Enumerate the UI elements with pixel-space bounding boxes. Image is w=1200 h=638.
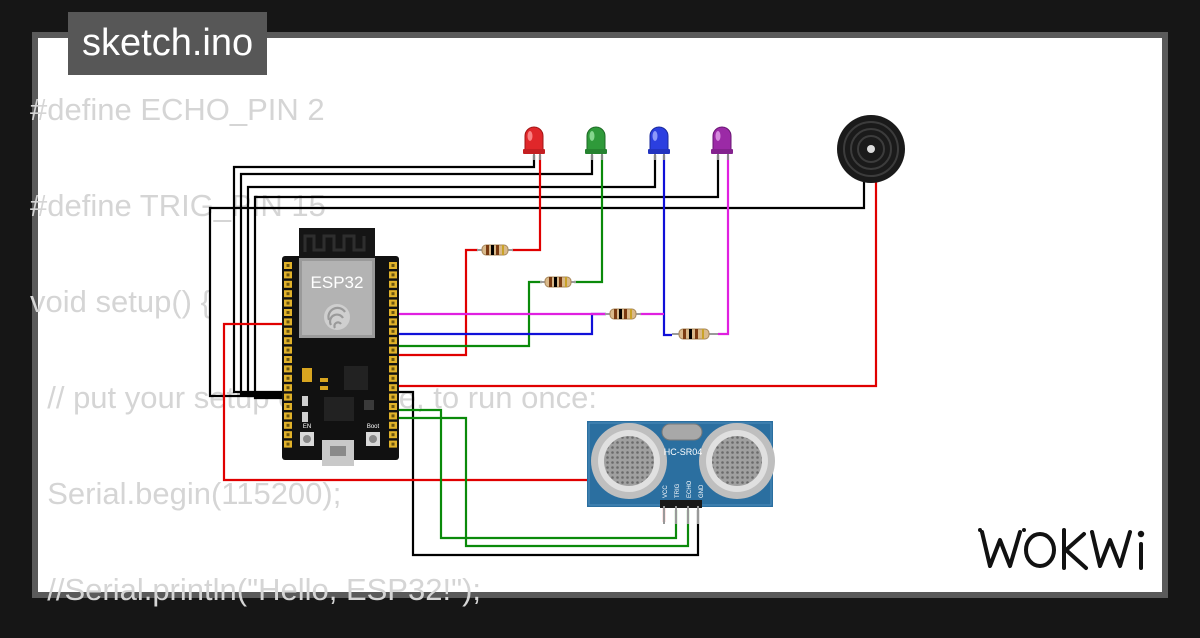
- pin-hole: [286, 329, 290, 333]
- pin-hole: [286, 311, 290, 314]
- pin-hole: [286, 405, 290, 408]
- magenta-wires: [392, 155, 730, 336]
- pin-hole: [286, 273, 290, 277]
- pin-hole: [391, 433, 395, 437]
- en-label: EN: [303, 424, 311, 430]
- led-red[interactable]: [523, 126, 545, 160]
- left-pin-header: [284, 262, 292, 448]
- pin-hole: [391, 264, 395, 267]
- pin-hole: [286, 320, 290, 324]
- pin-hole: [391, 329, 395, 333]
- pin-hole: [391, 339, 395, 343]
- wokwi-logo: [978, 528, 1145, 570]
- pin-hole: [286, 348, 290, 352]
- resistor-purple[interactable]: [672, 328, 718, 340]
- code-line: #define ECHO_PIN 2: [30, 92, 325, 127]
- right-pin-header: [389, 262, 397, 448]
- buzzer[interactable]: [837, 115, 905, 183]
- pin-hole: [286, 358, 290, 361]
- led-green[interactable]: [585, 126, 607, 160]
- pin-hole: [391, 395, 395, 399]
- pin-hole: [286, 386, 290, 390]
- pin-hole: [286, 339, 290, 343]
- pin-vcc: VCC: [663, 485, 669, 498]
- sensor-label: HC-SR04: [664, 447, 703, 457]
- board-label: ESP32: [311, 273, 364, 292]
- esp32-board[interactable]: ESP32 EN Boot: [282, 228, 399, 466]
- pin-hole: [391, 348, 395, 352]
- pin-hole: [391, 386, 395, 390]
- pin-hole: [391, 358, 395, 361]
- pin-hole: [286, 376, 290, 380]
- pin-hole: [391, 414, 395, 418]
- black-wires: [208, 155, 866, 557]
- pin-hole: [391, 423, 395, 427]
- pin-hole: [391, 376, 395, 380]
- pin-hole: [286, 414, 290, 418]
- pin-hole: [286, 292, 290, 296]
- code-line: Serial.begin(115200);: [30, 476, 342, 511]
- resistor-red[interactable]: [477, 244, 513, 256]
- pin-hole: [286, 442, 290, 446]
- pin-gnd: GND: [699, 484, 705, 498]
- code-line: //Serial.println("Hello, ESP32!");: [30, 572, 482, 607]
- pin-hole: [391, 405, 395, 408]
- pin-hole: [286, 423, 290, 427]
- resistor-green[interactable]: [540, 276, 576, 288]
- boot-label: Boot: [367, 424, 380, 430]
- pin-echo: ECHO: [687, 480, 693, 498]
- pin-hole: [286, 282, 290, 286]
- pin-hole: [286, 433, 290, 437]
- file-tab[interactable]: sketch.ino: [68, 12, 268, 75]
- pin-hole: [391, 292, 395, 296]
- led-blue[interactable]: [648, 126, 670, 160]
- code-background: #define ECHO_PIN 2 #define TRIG_PIN 15 voi…: [30, 62, 597, 638]
- pin-hole: [286, 301, 290, 305]
- code-line: void setup() {: [30, 284, 211, 319]
- ultrasonic-sensor[interactable]: HC-SR04 VCC TRIG ECHO GND: [587, 421, 775, 524]
- pin-hole: [391, 301, 395, 305]
- blue-wires: [392, 155, 672, 337]
- pin-hole: [391, 367, 395, 371]
- pin-hole: [286, 367, 290, 371]
- pin-hole: [286, 264, 290, 267]
- pin-hole: [391, 442, 395, 446]
- pin-hole: [391, 273, 395, 277]
- pin-hole: [391, 311, 395, 314]
- code-line: #define TRIG_PIN 15: [30, 188, 326, 223]
- pin-hole: [391, 320, 395, 324]
- pin-hole: [391, 282, 395, 286]
- led-purple[interactable]: [711, 126, 733, 160]
- pin-hole: [286, 395, 290, 399]
- pin-trig: TRIG: [675, 483, 681, 498]
- resistor-blue[interactable]: [605, 308, 641, 320]
